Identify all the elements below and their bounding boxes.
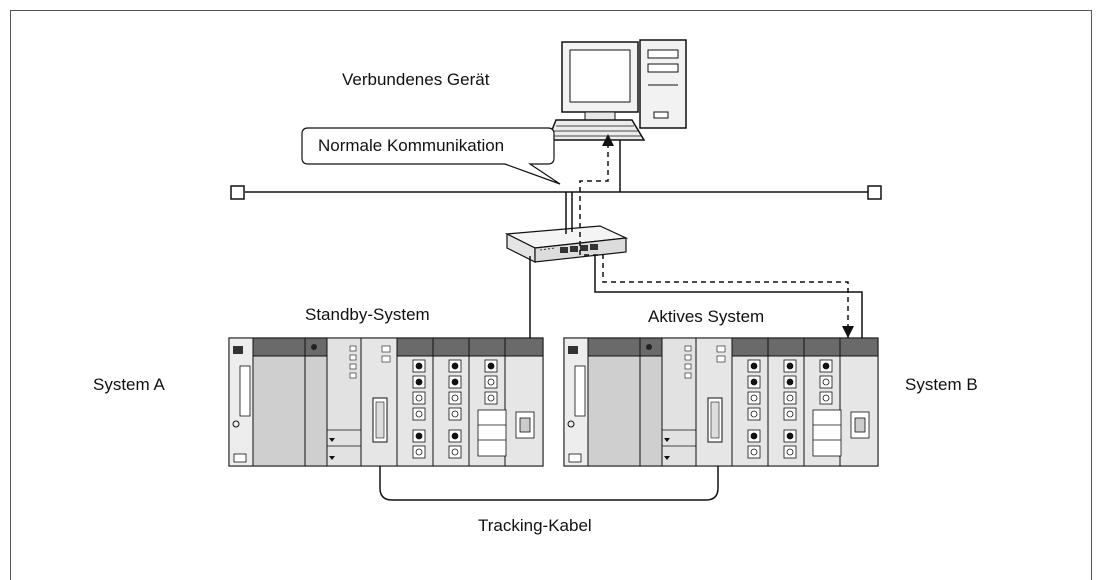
- arrow-down-icon: [842, 326, 854, 338]
- plc-rack-system-a: [228, 337, 544, 467]
- connected-device-label: Verbundenes Gerät: [342, 70, 490, 89]
- computer-icon: [546, 39, 687, 141]
- standby-system-label: Standby-System: [305, 305, 430, 324]
- bus-terminator-left: [230, 185, 245, 200]
- system-a-label: System A: [93, 375, 165, 394]
- callout-bubble: [301, 127, 561, 185]
- diagram-frame: [10, 10, 1092, 580]
- communication-path: [579, 134, 854, 338]
- network-switch-icon: [504, 225, 629, 263]
- active-link-line: [594, 256, 863, 338]
- system-b-label: System B: [905, 375, 978, 394]
- plc-rack-system-b: [563, 337, 879, 467]
- tracking-cable-line: [379, 466, 719, 501]
- arrow-up-icon: [602, 134, 614, 146]
- tracking-cable-label: Tracking-Kabel: [478, 516, 592, 535]
- active-system-label: Aktives System: [648, 307, 765, 326]
- network-bus: [230, 185, 882, 200]
- normal-communication-label: Normale Kommunikation: [318, 136, 505, 155]
- bus-terminator-right: [867, 185, 882, 200]
